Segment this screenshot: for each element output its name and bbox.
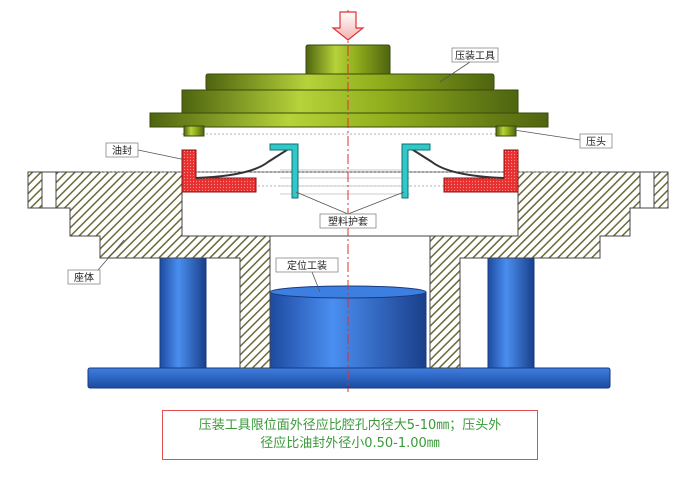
- locating-fixture-label: 定位工装: [287, 259, 327, 272]
- callout-plastic-sleeve: 塑料护套: [295, 191, 405, 229]
- note-line-1: 压装工具限位面外径应比腔孔内径大5-10㎜；压头外: [198, 418, 502, 433]
- press-direction-arrow-icon: [331, 11, 365, 41]
- callout-oil-seal: 油封: [105, 142, 187, 161]
- callout-base: 座体: [67, 239, 125, 285]
- note-line-2: 径应比油封外径小0.50-1.00㎜: [260, 436, 440, 451]
- callout-press-tool: 压装工具: [439, 47, 499, 83]
- press-tool: [149, 44, 549, 128]
- press-tool-label: 压装工具: [455, 49, 495, 62]
- oil-seal-label: 油封: [112, 144, 132, 157]
- press-head: [183, 125, 517, 137]
- base-label: 座体: [74, 271, 94, 284]
- callout-press-head: 压头: [513, 129, 613, 149]
- plastic-sleeve-label: 塑料护套: [328, 215, 368, 228]
- support-column-right: [487, 257, 535, 369]
- oil-seal-right: [409, 147, 519, 193]
- oil-seal-left: [181, 147, 291, 193]
- press-head-label: 压头: [586, 136, 606, 148]
- callout-locating-fixture: 定位工装: [275, 257, 339, 293]
- note-box: 压装工具限位面外径应比腔孔内径大5-10㎜；压头外 径应比油封外径小0.50-1…: [162, 410, 538, 460]
- support-column-left: [159, 257, 207, 369]
- base-plate: [87, 367, 611, 389]
- plastic-sleeve: [269, 143, 431, 199]
